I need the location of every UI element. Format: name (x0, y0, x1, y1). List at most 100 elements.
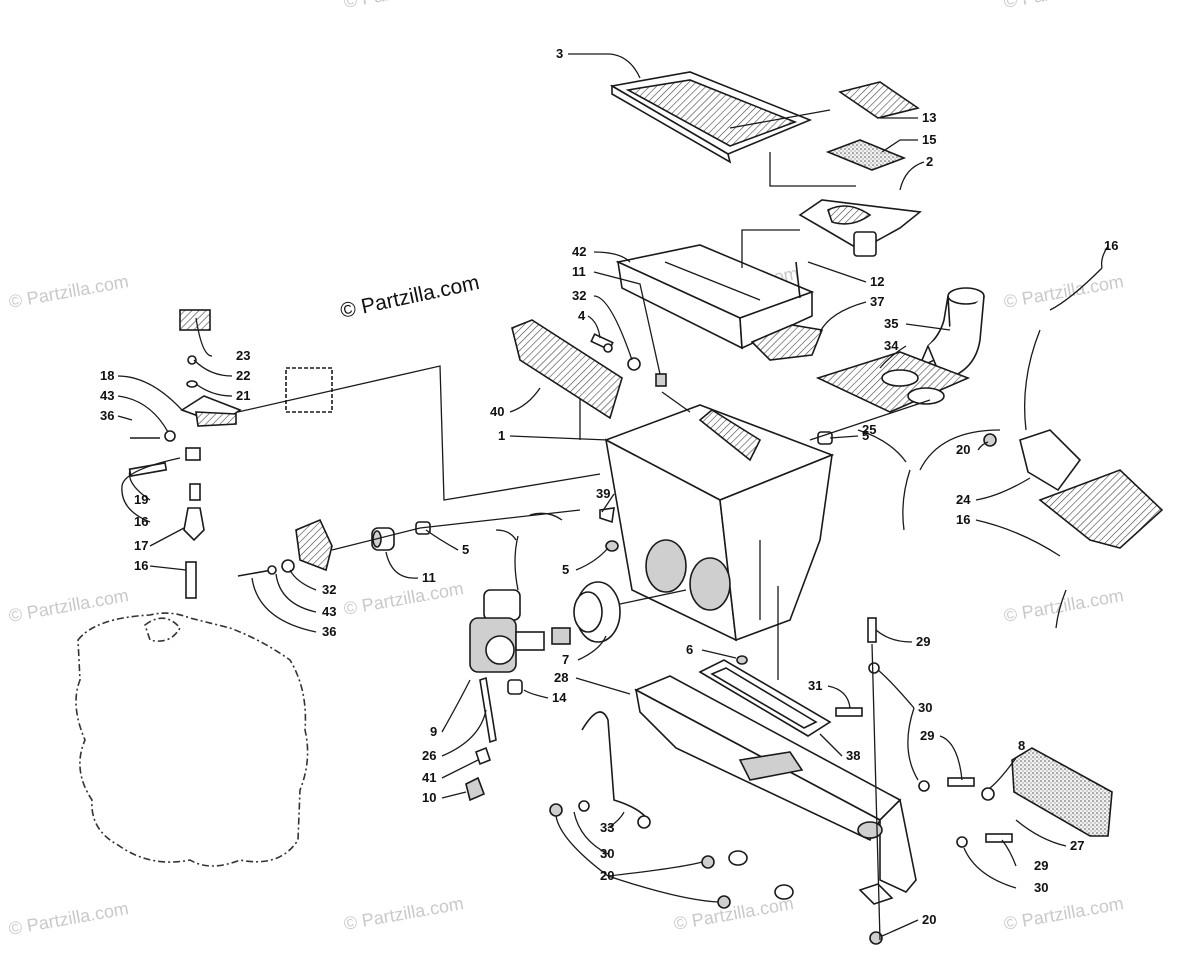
part-16-hose (514, 535, 519, 591)
callout-label: 38 (846, 748, 860, 763)
callout-leaders (117, 53, 1109, 937)
part-14-clamp (507, 679, 523, 695)
part-30-washer (918, 780, 930, 792)
part-35-elbow (918, 287, 985, 381)
callout-label: 36 (100, 408, 114, 423)
part-28-lower-airbox (634, 675, 917, 893)
callout-label: 32 (322, 582, 336, 597)
callout-label: 19 (134, 492, 148, 507)
callout-label: 15 (922, 132, 936, 147)
watermark: © Partzilla.com (342, 893, 465, 934)
engine-outline (75, 612, 309, 867)
callout-label: 5 (462, 542, 469, 557)
callout-label: 36 (322, 624, 336, 639)
assembly-line (331, 509, 581, 551)
left-hardware-stack (128, 309, 242, 599)
callout-label: 25 (862, 422, 876, 437)
watermark: © Partzilla.com (1002, 0, 1125, 12)
assembly-line (661, 391, 691, 413)
watermark: © Partzilla.com (342, 578, 465, 619)
callout-label: 42 (572, 244, 586, 259)
callout-label: 34 (884, 338, 899, 353)
callout-label: 4 (578, 308, 586, 323)
part-13-screen (838, 81, 920, 119)
part-10-plug (465, 776, 486, 802)
callout-label: 30 (918, 700, 932, 715)
part-29-screw (985, 833, 1013, 843)
callout-label: 5 (562, 562, 569, 577)
callout-labels: 3 13 15 2 42 11 12 16 32 37 4 35 34 23 2… (100, 46, 1118, 927)
callout-label: 28 (554, 670, 568, 685)
watermark: © Partzilla.com (1002, 893, 1125, 934)
callout-label: 6 (686, 642, 693, 657)
callout-label: 39 (596, 486, 610, 501)
callout-label: 26 (422, 748, 436, 763)
callout-label: 11 (422, 570, 436, 585)
part-15-filter-element (825, 139, 907, 171)
callout-label: 16 (134, 558, 148, 573)
part-40-silencer (511, 319, 623, 420)
callout-label: 37 (870, 294, 884, 309)
watermarks: © Partzilla.com © Partzilla.com © Partzi… (7, 0, 1125, 939)
part-20-nut (701, 855, 715, 869)
watermark: © Partzilla.com (342, 0, 465, 12)
part-25-hose-end (902, 469, 911, 531)
callout-label: 21 (236, 388, 250, 403)
part-8-cap (981, 787, 995, 801)
part-30-washer (549, 803, 563, 817)
part-washer (728, 850, 748, 866)
callout-label: 31 (808, 678, 822, 693)
part-block (285, 367, 333, 413)
callout-label: 3 (556, 46, 563, 61)
part-16-hose (1024, 329, 1041, 431)
part-11-sleeve (371, 527, 395, 551)
callout-label: 32 (572, 288, 586, 303)
callout-label: 20 (600, 868, 614, 883)
callout-label: 16 (134, 514, 148, 529)
part-20-nut (869, 931, 883, 945)
callout-label: 30 (1034, 880, 1048, 895)
hardware-4-32-11 (590, 333, 667, 387)
part-30-washer (956, 836, 968, 848)
callout-label: 18 (100, 368, 114, 383)
watermark: © Partzilla.com (672, 893, 795, 934)
assembly-line (619, 589, 687, 605)
watermark: © Partzilla.com (1002, 271, 1125, 312)
part-41-fitting (475, 746, 491, 766)
callout-label: 29 (916, 634, 930, 649)
part-31-screw (835, 707, 863, 717)
copyright-notice: © Partzilla.com (338, 271, 481, 323)
callout-label: 1 (498, 428, 505, 443)
assembly-line (871, 643, 881, 941)
part-26-hose (479, 676, 497, 744)
callout-label: 43 (322, 604, 336, 619)
part-42-airbox-lid (615, 244, 815, 350)
assembly-line (741, 229, 800, 268)
part-39-clip (599, 507, 615, 524)
part-20-nut (717, 895, 731, 909)
part-29-screw (867, 617, 877, 643)
callout-label: 8 (1018, 738, 1025, 753)
part-6-nut (736, 655, 748, 665)
callout-label: 12 (870, 274, 884, 289)
part-30-washer (868, 662, 880, 674)
callout-label: 16 (956, 512, 970, 527)
callout-label: 2 (926, 154, 933, 169)
assembly-line (769, 152, 856, 187)
watermark: © Partzilla.com (1002, 585, 1125, 626)
callout-label: 29 (1034, 858, 1048, 873)
watermark: © Partzilla.com (7, 585, 130, 626)
part-2-air-intake (798, 199, 922, 257)
part-37-foam (750, 324, 824, 361)
callout-label: 29 (920, 728, 934, 743)
part-16-hose (1049, 267, 1103, 311)
part-16-hose (529, 512, 563, 521)
part-16-hose (1055, 589, 1067, 629)
callout-label: 16 (1104, 238, 1118, 253)
part-38-frame (698, 659, 832, 737)
callout-label: 23 (236, 348, 250, 363)
callout-label: 17 (134, 538, 148, 553)
part-bracket (237, 518, 333, 577)
part-29-screw (947, 777, 975, 787)
assembly-line (729, 109, 831, 129)
